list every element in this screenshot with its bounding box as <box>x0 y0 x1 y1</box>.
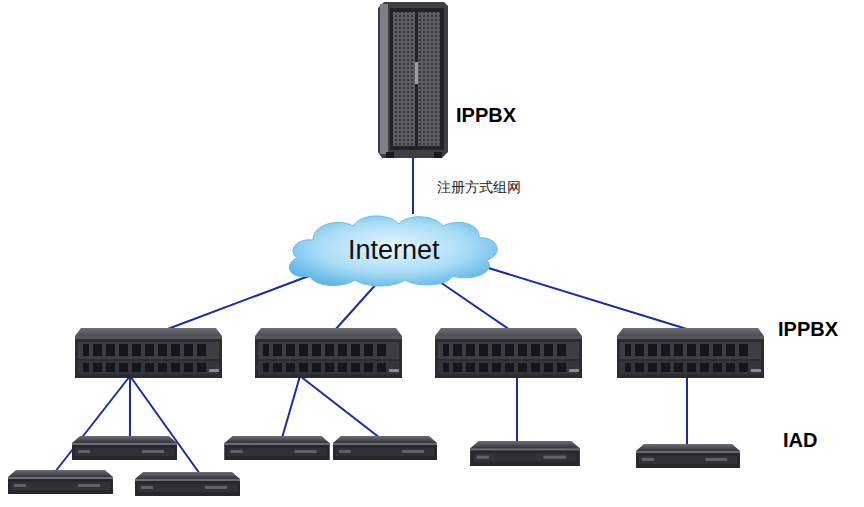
ippbx-rack: IPPBX <box>378 2 448 158</box>
rack-cabinet <box>378 2 448 158</box>
link-label: 注册方式组网 <box>435 179 523 197</box>
device-label: IPPBX <box>456 104 516 127</box>
network-link <box>412 158 414 214</box>
row-label: IPPBX <box>778 318 838 341</box>
internet-cloud-node: Internet <box>283 210 505 288</box>
cloud-label: Internet <box>348 235 440 266</box>
row-label: IAD <box>783 429 817 452</box>
